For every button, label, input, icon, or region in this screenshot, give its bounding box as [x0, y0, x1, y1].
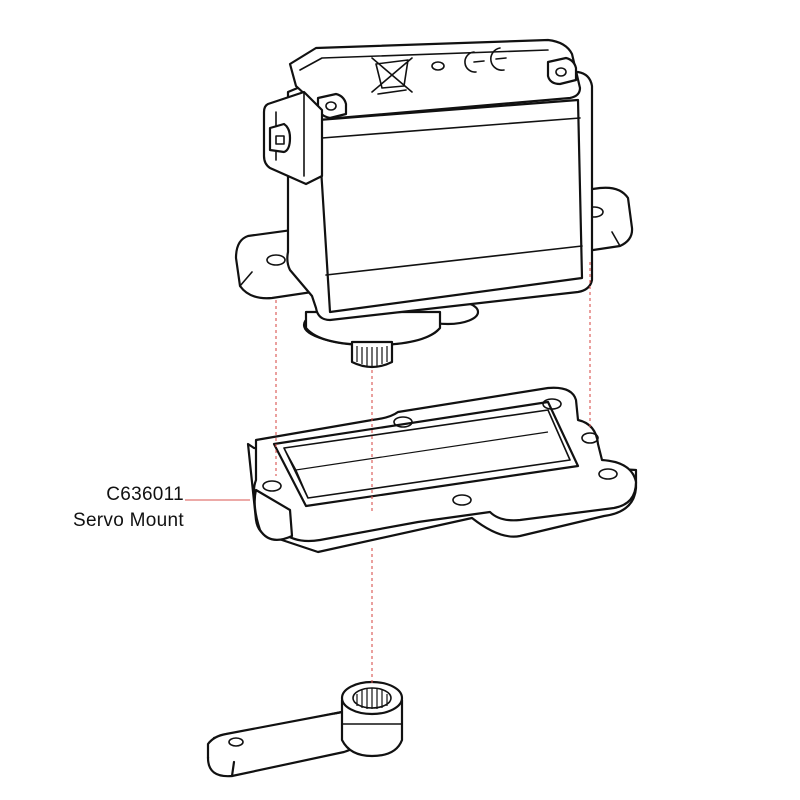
servo-motor — [234, 38, 634, 369]
part-number-label: C636011 — [106, 484, 184, 505]
ce-mark-icon — [464, 47, 507, 73]
servo-horn — [206, 680, 404, 778]
lid-screw-hole — [431, 61, 445, 71]
servo-mount — [246, 386, 638, 554]
part-name-label: Servo Mount — [73, 510, 184, 531]
servo-wire-connector — [262, 90, 324, 186]
alignment-guides — [275, 262, 591, 684]
recycle-bin-crossed-icon — [371, 57, 413, 95]
